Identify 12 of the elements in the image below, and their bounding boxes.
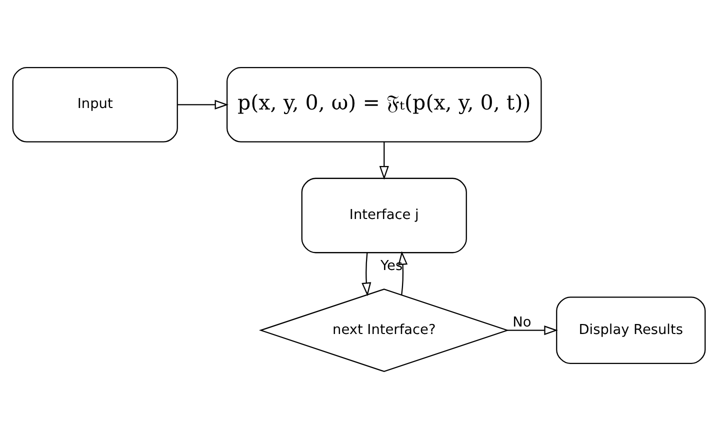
- arrow: [178, 100, 228, 110]
- arrow: [398, 251, 408, 295]
- edge-label: Yes: [380, 258, 403, 274]
- arrow: [362, 252, 372, 296]
- arrow: [508, 326, 558, 336]
- node-diamond: next Interface?: [258, 288, 510, 372]
- arrow: [379, 142, 389, 180]
- node-box: p(x, y, 0, ω) = 𝔉ₜ(p(x, y, 0, t)): [226, 67, 542, 142]
- node-box: Display Results: [556, 296, 706, 364]
- node-box: Input: [12, 67, 178, 142]
- node-box: Interface j: [301, 178, 467, 254]
- edge-label: No: [512, 314, 532, 330]
